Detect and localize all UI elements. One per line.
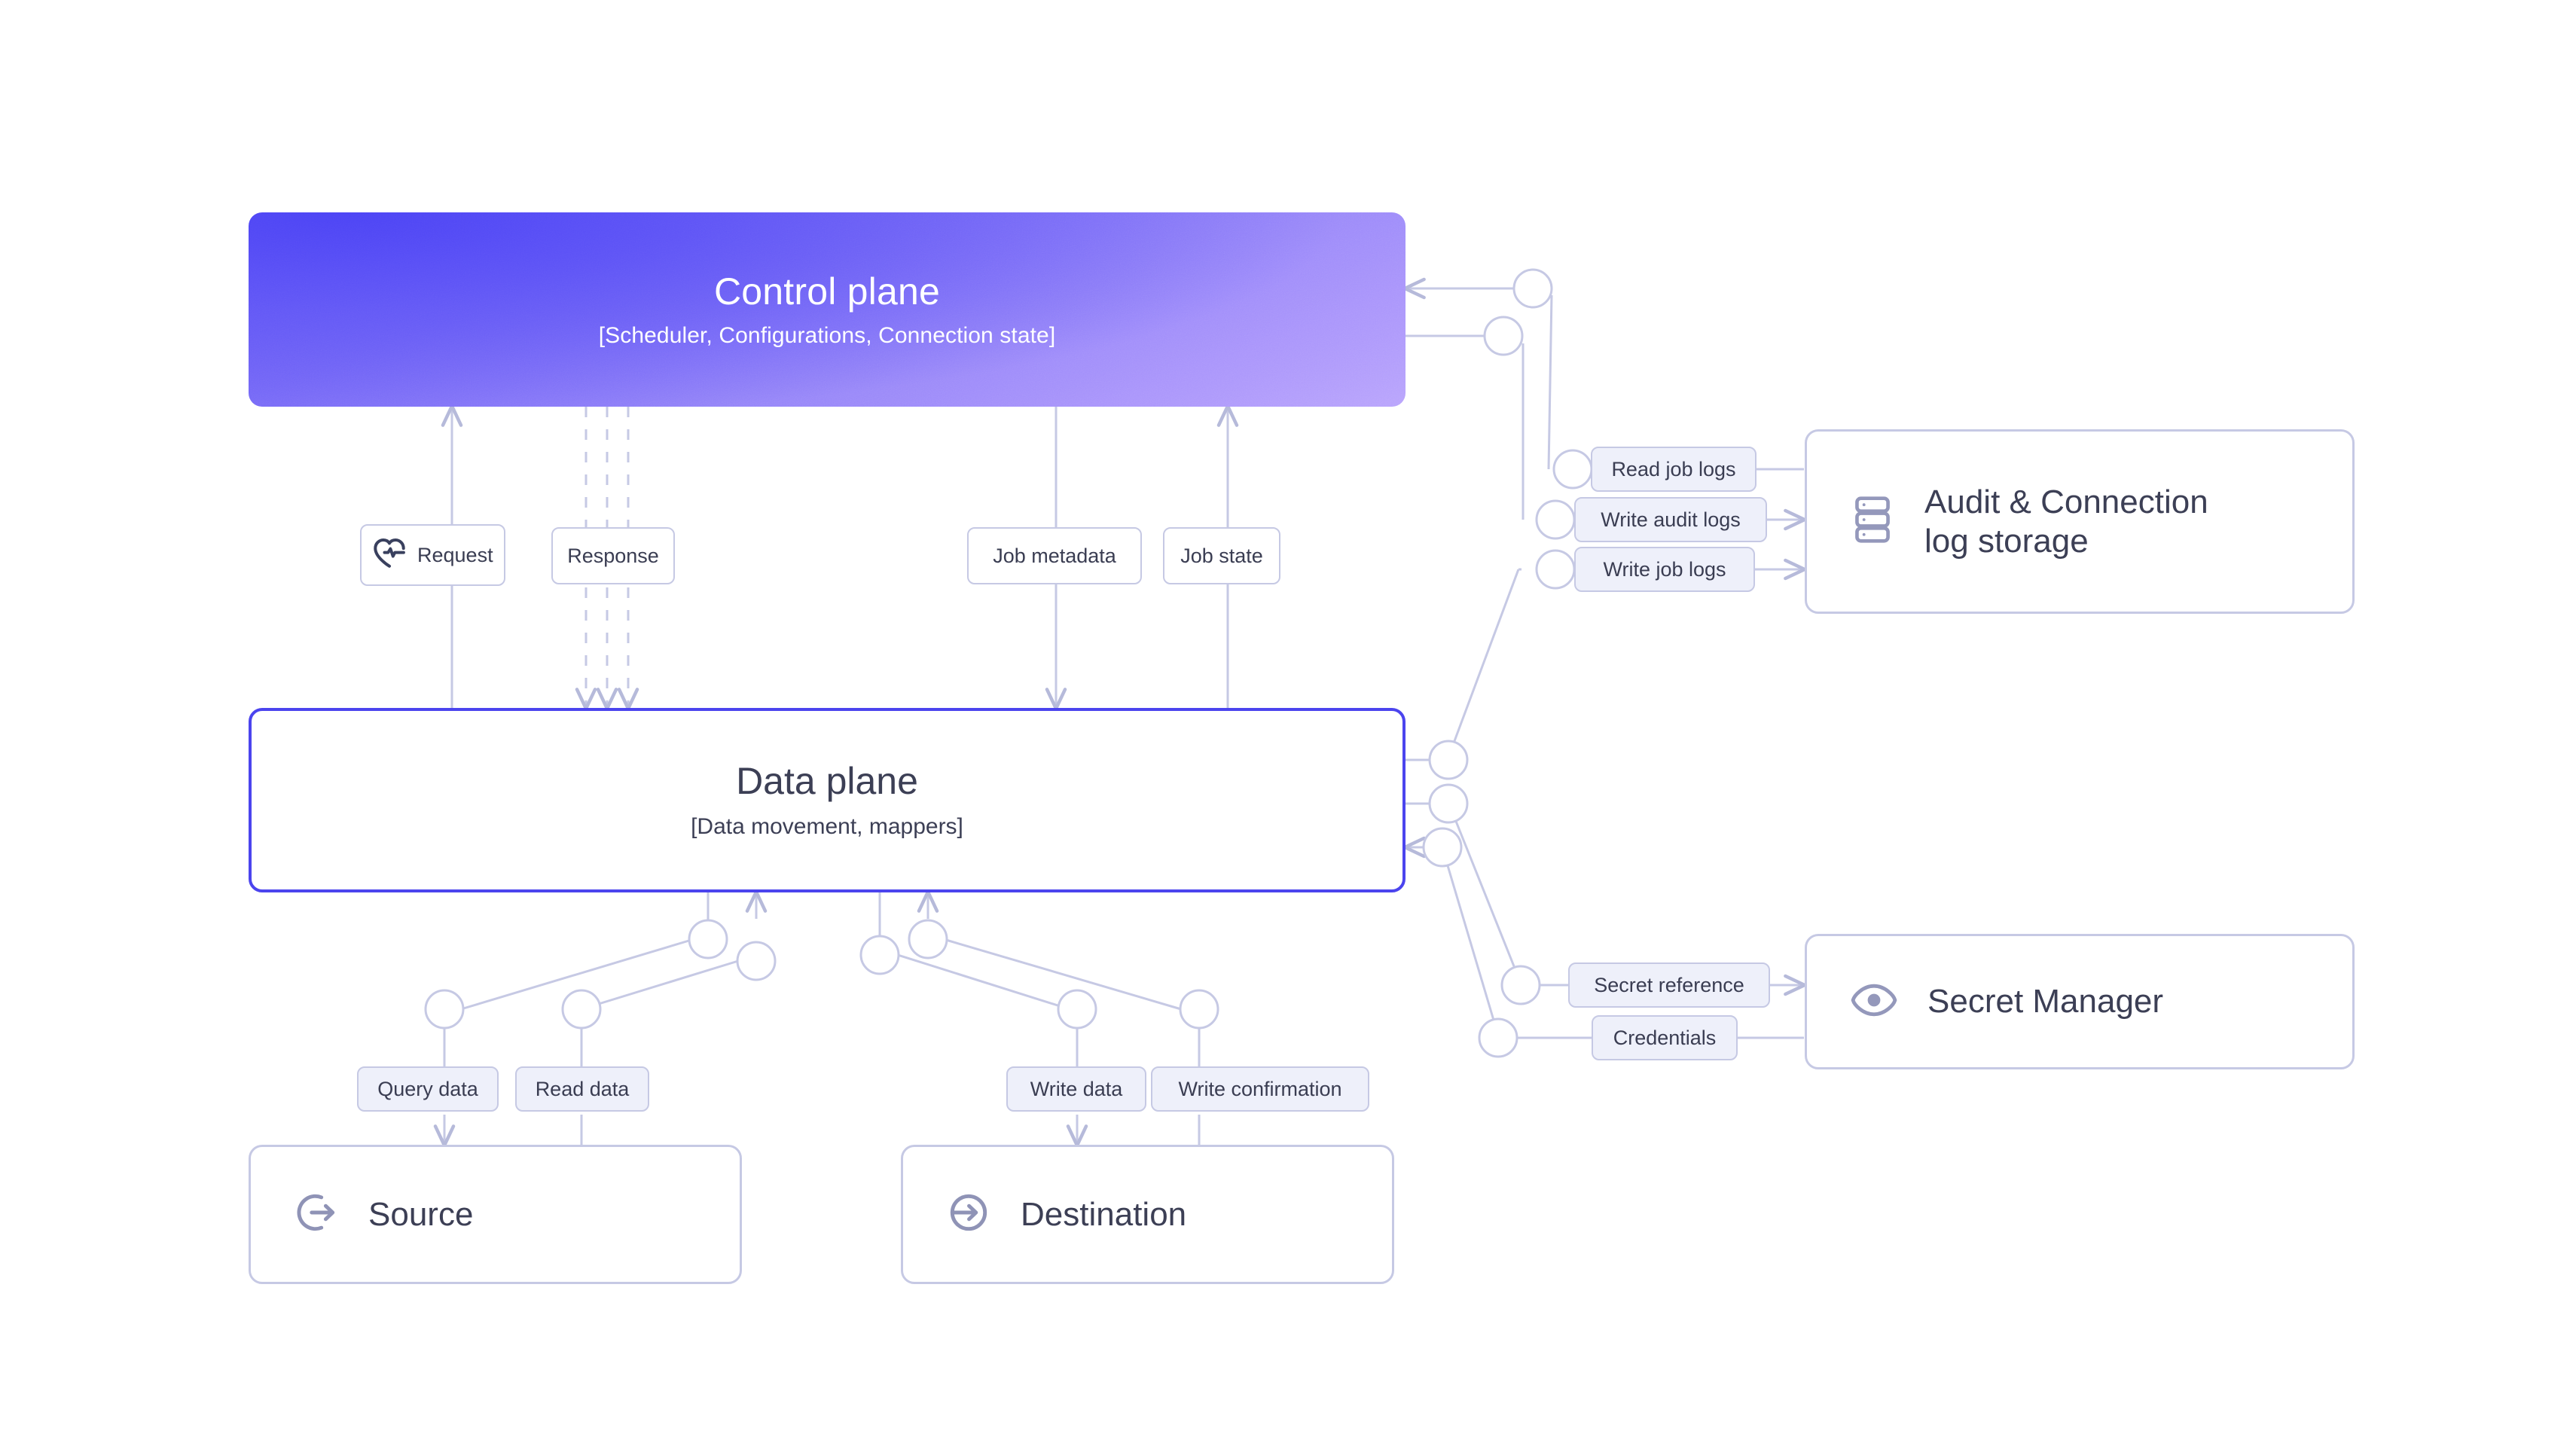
- edge-label-request[interactable]: Request: [360, 524, 505, 586]
- node-audit-log-storage[interactable]: Audit & Connection log storage: [1805, 429, 2355, 614]
- edge-label-write-job-logs-text: Write job logs: [1603, 557, 1726, 581]
- edge-label-query-data[interactable]: Query data: [357, 1066, 499, 1112]
- connector-dot: [736, 941, 777, 981]
- connector-dot: [688, 919, 728, 959]
- connector-dot: [908, 919, 948, 959]
- database-rack-icon: [1849, 493, 1896, 551]
- edge-label-read-job-logs-text: Read job logs: [1611, 457, 1736, 480]
- audit-log-storage-label-line1: Audit & Connection: [1924, 483, 2208, 520]
- node-destination[interactable]: Destination: [901, 1145, 1394, 1284]
- edge-label-write-confirmation-text: Write confirmation: [1178, 1077, 1342, 1100]
- edge-label-request-text: Request: [417, 543, 493, 566]
- edge-label-write-audit-logs-text: Write audit logs: [1601, 508, 1741, 531]
- edge-label-query-data-text: Query data: [377, 1077, 478, 1100]
- connector-dot: [1428, 740, 1469, 780]
- audit-log-storage-label-line2: log storage: [1924, 522, 2089, 560]
- connector-dot: [1500, 965, 1541, 1005]
- destination-label: Destination: [1021, 1195, 1187, 1233]
- arrow-out-circle-icon: [293, 1189, 340, 1240]
- connector-dot: [1478, 1017, 1518, 1058]
- edge-label-read-job-logs[interactable]: Read job logs: [1591, 447, 1757, 492]
- connector-dot: [859, 935, 900, 975]
- edge-label-response-text: Response: [567, 544, 659, 567]
- connector-dot: [1512, 268, 1553, 309]
- control-plane-subtitle: [Scheduler, Configurations, Connection s…: [598, 322, 1056, 348]
- connector-dot: [1535, 499, 1576, 540]
- heart-pulse-icon: [372, 537, 407, 574]
- edge-label-read-data-text: Read data: [535, 1077, 630, 1100]
- data-plane-title: Data plane: [736, 760, 918, 802]
- node-source[interactable]: Source: [249, 1145, 742, 1284]
- data-plane-subtitle: [Data movement, mappers]: [691, 814, 963, 839]
- audit-log-storage-label: Audit & Connection log storage: [1924, 483, 2208, 561]
- arrow-in-circle-icon: [945, 1189, 992, 1240]
- connector-dot: [561, 989, 602, 1030]
- edge-label-write-audit-logs[interactable]: Write audit logs: [1574, 497, 1767, 542]
- connector-dot: [1552, 449, 1593, 490]
- edge-label-secret-reference-text: Secret reference: [1594, 973, 1744, 996]
- edge-label-read-data[interactable]: Read data: [515, 1066, 649, 1112]
- edge-label-credentials[interactable]: Credentials: [1592, 1015, 1738, 1060]
- edge-label-write-confirmation[interactable]: Write confirmation: [1151, 1066, 1369, 1112]
- node-secret-manager[interactable]: Secret Manager: [1805, 934, 2355, 1069]
- connector-dot: [1483, 316, 1524, 356]
- edge-label-write-data-text: Write data: [1030, 1077, 1123, 1100]
- node-data-plane[interactable]: Data plane [Data movement, mappers]: [249, 708, 1406, 892]
- secret-manager-label: Secret Manager: [1927, 983, 2164, 1020]
- edge-label-credentials-text: Credentials: [1613, 1026, 1717, 1049]
- source-label: Source: [368, 1195, 474, 1233]
- edge-label-job-metadata-text: Job metadata: [993, 544, 1116, 567]
- connector-dot: [1422, 827, 1463, 868]
- node-control-plane[interactable]: Control plane [Scheduler, Configurations…: [249, 212, 1406, 407]
- connector-dot: [1428, 783, 1469, 824]
- connector-dot: [424, 989, 465, 1030]
- control-plane-title: Control plane: [713, 270, 940, 313]
- edge-label-write-job-logs[interactable]: Write job logs: [1574, 547, 1755, 592]
- connector-dot: [1057, 989, 1097, 1030]
- edge-label-write-data[interactable]: Write data: [1006, 1066, 1146, 1112]
- edge-label-job-state-text: Job state: [1180, 544, 1263, 567]
- connector-dot: [1535, 549, 1576, 590]
- edge-label-job-metadata[interactable]: Job metadata: [967, 527, 1142, 584]
- connector-dot: [1179, 989, 1219, 1030]
- edge-label-job-state[interactable]: Job state: [1163, 527, 1280, 584]
- edge-label-secret-reference[interactable]: Secret reference: [1568, 962, 1770, 1008]
- edge-label-response[interactable]: Response: [551, 527, 675, 584]
- eye-icon: [1849, 981, 1899, 1023]
